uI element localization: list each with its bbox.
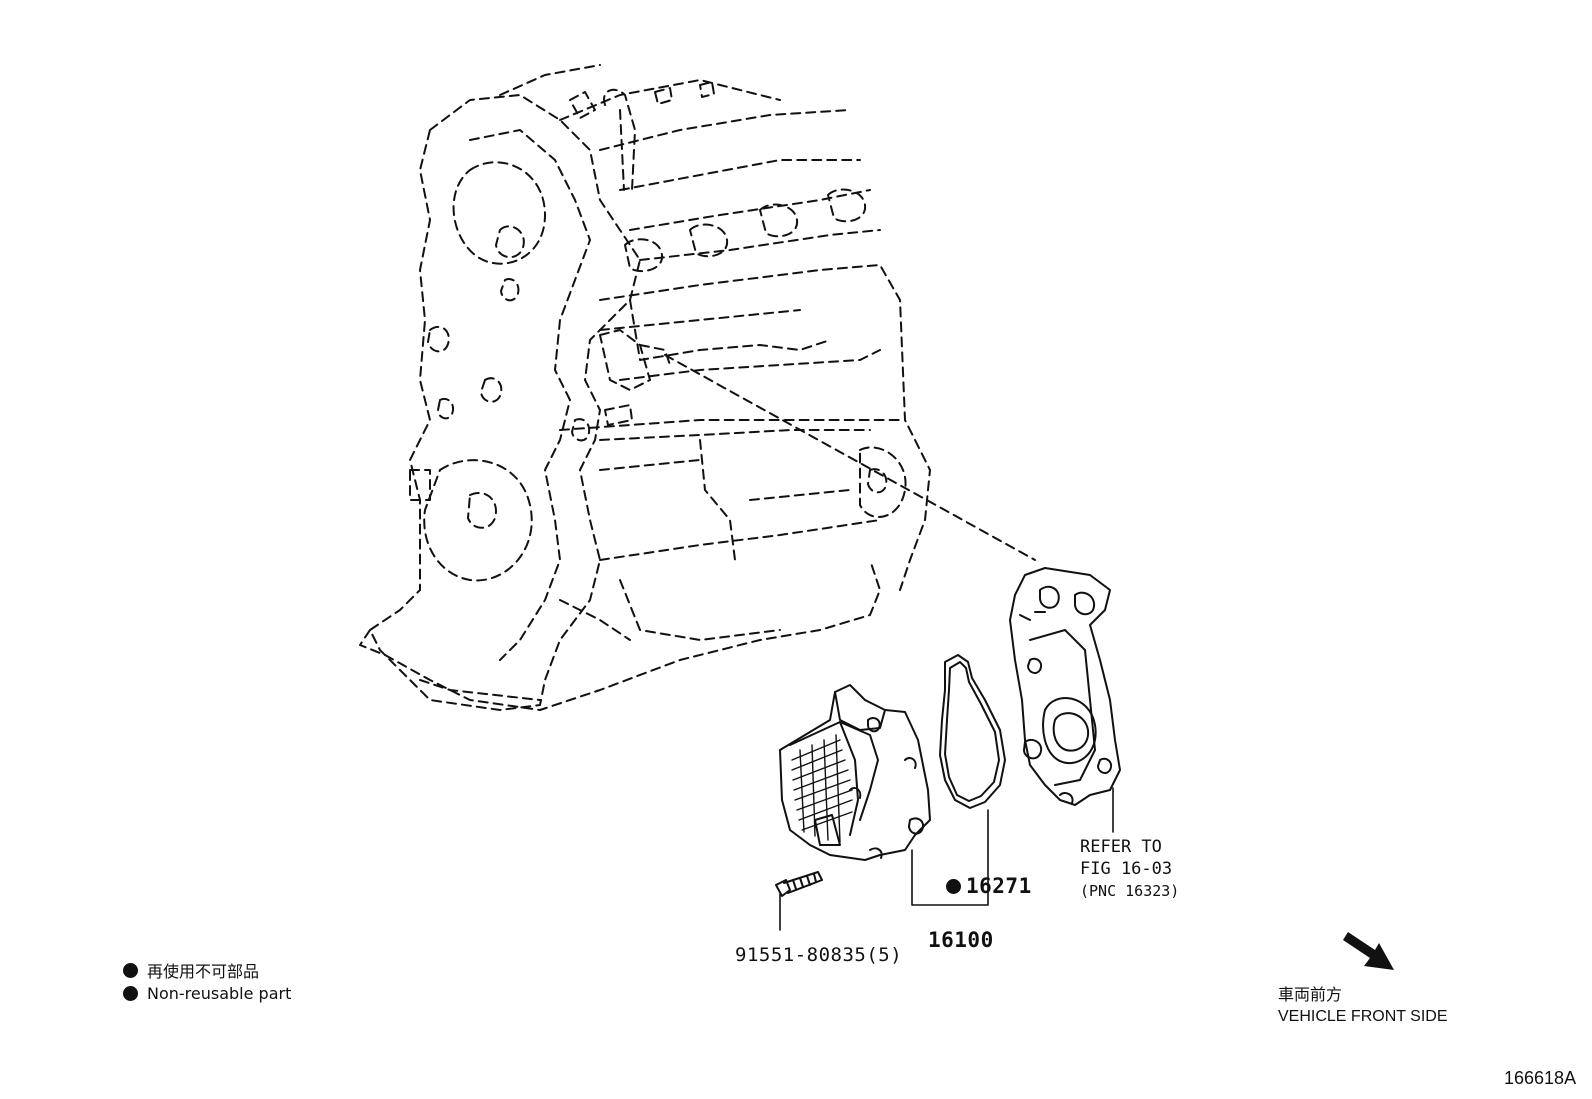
- vehicle-front-en: VEHICLE FRONT SIDE: [1278, 1008, 1448, 1025]
- water-pump-housing: [1009, 567, 1121, 806]
- non-reusable-dot-icon: [123, 986, 138, 1001]
- leader-lines: [779, 787, 1114, 931]
- reference-line-1: REFER TO: [1080, 837, 1162, 857]
- bolt-part-number: 91551-80835(5): [735, 944, 903, 966]
- reference-line-3: (PNC 16323): [1080, 882, 1180, 900]
- non-reusable-dot-icon: [123, 962, 138, 978]
- pump-assembly-part-number: 16100: [928, 928, 994, 952]
- legend-jp-text: 再使用不可部品: [147, 962, 260, 981]
- front-direction-arrow-icon: [1343, 932, 1394, 970]
- legend-en: Non-reusable part: [123, 984, 291, 1003]
- gasket-part-label: 16271: [946, 874, 1032, 898]
- engine-block-outline: [359, 64, 1036, 711]
- gasket-outline: [939, 654, 1006, 809]
- legend-en-text: Non-reusable part: [147, 984, 292, 1003]
- gasket-part-number: 16271: [966, 874, 1032, 898]
- reference-line-2: FIG 16-03: [1080, 859, 1173, 879]
- legend-jp: 再使用不可部品: [123, 958, 259, 982]
- bolt-outline: [775, 871, 823, 897]
- reference-note: REFER TO FIG 16-03 (PNC 16323): [1080, 836, 1179, 902]
- figure-id: 166618A: [1504, 1068, 1577, 1088]
- water-pump-assembly: [779, 684, 931, 861]
- non-reusable-dot-icon: [946, 879, 961, 894]
- vehicle-front-side-label: 車両前方 VEHICLE FRONT SIDE: [1278, 985, 1448, 1027]
- vehicle-front-jp: 車両前方: [1278, 987, 1343, 1004]
